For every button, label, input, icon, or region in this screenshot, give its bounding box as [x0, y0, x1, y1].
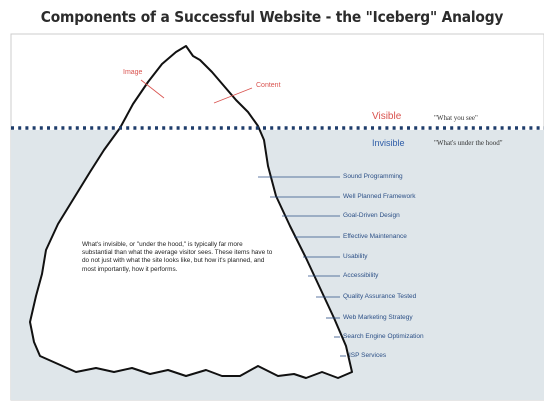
- component-label: Effective Maintenance: [343, 233, 407, 240]
- content-label: Content: [256, 82, 281, 89]
- invisible-quote: "What's under the hood": [434, 139, 503, 147]
- component-label: Accessibility: [343, 272, 379, 279]
- component-label: Sound Programming: [343, 173, 403, 180]
- component-leader-lines: [258, 176, 346, 357]
- component-label: Usability: [343, 253, 368, 260]
- image-leader-line: [140, 79, 165, 99]
- content-leader-line: [213, 87, 253, 104]
- component-label: Quality Assurance Tested: [343, 293, 417, 300]
- invisible-label: Invisible: [372, 138, 405, 148]
- component-label: Web Marketing Strategy: [343, 314, 413, 321]
- diagram-title: Components of a Successful Website - the…: [40, 8, 504, 26]
- image-label: Image: [123, 69, 143, 76]
- component-label: ISP Services: [349, 352, 387, 359]
- explanation-text: What's invisible, or "under the hood," i…: [82, 241, 273, 273]
- component-label: Well Planned Framework: [343, 193, 416, 200]
- visible-label: Visible: [372, 111, 402, 122]
- iceberg-shape: [29, 45, 353, 379]
- component-label: Search Engine Optimization: [343, 333, 424, 340]
- visible-quote: "What you see": [434, 114, 478, 122]
- component-label: Goal-Driven Design: [343, 212, 400, 219]
